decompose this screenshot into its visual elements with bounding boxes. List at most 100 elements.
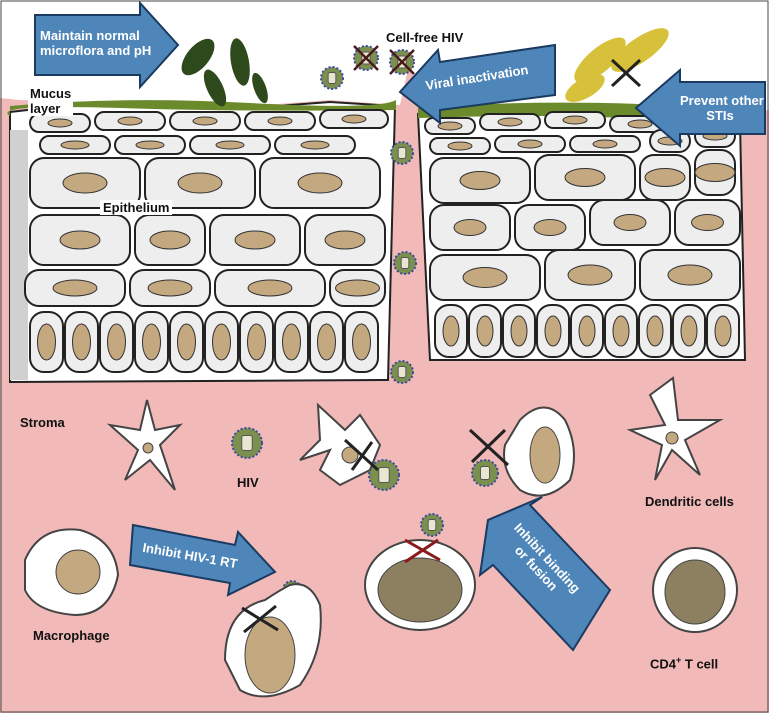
label-mucus-layer: Mucus layer: [28, 86, 74, 116]
cell-nucleus: [462, 267, 508, 288]
epithelial-cells: [24, 109, 741, 373]
cell-nucleus: [447, 141, 473, 151]
cell-nucleus: [592, 139, 618, 149]
virion-core: [397, 366, 407, 378]
cell-nucleus: [442, 315, 460, 347]
label-epithelium: Epithelium: [100, 200, 173, 215]
cd4-t-cell-1: [364, 538, 476, 631]
cell-nucleus: [544, 315, 562, 347]
label-cd4-sup: +: [676, 655, 682, 665]
cell-nucleus: [234, 230, 276, 250]
inhibition-cross: [389, 49, 415, 75]
cell-nucleus: [497, 117, 523, 127]
cell-nucleus: [247, 279, 293, 297]
cell-nucleus: [476, 315, 494, 347]
cell-nucleus: [646, 315, 664, 347]
cell-nucleus: [341, 114, 367, 124]
mucus-layer-left: [7, 100, 396, 116]
cell-nucleus: [59, 230, 101, 250]
arrow-text-microflora: Maintain normal microflora and pH: [40, 28, 152, 58]
cell-nucleus: [135, 140, 165, 150]
cell-nucleus: [62, 172, 108, 194]
cell-nucleus: [72, 323, 91, 361]
label-cell-free-hiv: Cell-free HIV: [386, 30, 464, 45]
sti-pathogens: [565, 28, 669, 102]
cell-nucleus: [149, 230, 191, 250]
cell-nucleus: [215, 140, 245, 150]
cell-nucleus: [510, 315, 528, 347]
cell-nucleus: [177, 323, 196, 361]
arrow-prevent-stis: [634, 67, 766, 149]
cell-nucleus: [564, 168, 606, 187]
arrow-text-prevent-2: STIs: [706, 108, 734, 123]
cell-nucleus: [212, 323, 231, 361]
cell-nucleus: [613, 214, 647, 231]
cell-nucleus: [691, 214, 724, 231]
macrophage-cell: [24, 528, 120, 617]
cell-nucleus: [60, 140, 90, 150]
cell-nucleus: [142, 323, 161, 361]
cell-nucleus: [459, 171, 501, 190]
hiv-virions: [231, 45, 499, 600]
arrow-microflora: [34, 0, 180, 90]
cell-nucleus: [533, 219, 567, 236]
dendritic-cell-2: [299, 402, 382, 487]
label-mucus-line1: Mucus: [30, 86, 72, 101]
label-hiv: HIV: [237, 475, 259, 490]
cell-nucleus: [667, 264, 713, 286]
virion-core: [397, 147, 407, 159]
cell-nucleus: [117, 116, 143, 126]
cell-nucleus: [352, 323, 371, 361]
arrow-inhibit-binding: [478, 496, 612, 652]
cell-nucleus: [627, 119, 653, 129]
cell-nucleus: [317, 323, 336, 361]
cell-nucleus: [267, 116, 293, 126]
lactobacilli: [181, 38, 268, 107]
dendritic-cell-1: [106, 399, 184, 491]
label-cd4-t-cell: CD4+ T cell: [650, 653, 718, 671]
cell-nucleus: [453, 219, 487, 236]
cell-nucleus: [517, 139, 543, 149]
label-mucus-line2: layer: [30, 101, 61, 116]
arrow-inhibit-rt: [128, 523, 277, 597]
cell-nucleus: [247, 323, 266, 361]
label-cd4: CD4: [650, 656, 677, 672]
arrow-text-prevent-stis: Prevent other STIs: [680, 93, 764, 123]
cell-nucleus: [37, 323, 56, 361]
cell-nucleus: [282, 323, 301, 361]
cell-nucleus: [107, 323, 126, 361]
inhibition-cross: [353, 45, 379, 71]
cell-nucleus: [612, 315, 630, 347]
cell-nucleus: [47, 118, 73, 128]
cell-nucleus: [52, 279, 98, 297]
virion-core: [327, 72, 337, 84]
arrow-viral-inactivation: [398, 43, 556, 126]
cell-nucleus: [147, 279, 193, 297]
arrow-text-microflora-2: microflora and pH: [40, 43, 152, 58]
virion-core: [400, 257, 410, 269]
cell-nucleus: [437, 121, 463, 131]
label-stroma: Stroma: [20, 415, 65, 430]
cell-nucleus: [300, 140, 330, 150]
dendritic-cell-3: [626, 376, 724, 481]
cd4-t-cell-2: [652, 547, 738, 633]
infected-cell: [223, 583, 322, 698]
epithelium-left-shade: [10, 130, 28, 380]
cell-nucleus: [324, 230, 366, 250]
cell-nucleus: [335, 279, 380, 297]
cell-nucleus: [680, 315, 698, 347]
cell-nucleus: [297, 172, 343, 194]
arrow-text-microflora-1: Maintain normal: [40, 28, 140, 43]
label-macrophage: Macrophage: [33, 628, 110, 643]
cell-nucleus: [714, 315, 732, 347]
label-t-cell: T cell: [681, 656, 719, 672]
virion-core: [378, 467, 390, 483]
cell-nucleus: [562, 115, 588, 125]
virion-core: [479, 466, 491, 480]
cell-nucleus: [567, 264, 613, 286]
cell-nucleus: [644, 168, 686, 187]
virion-core: [241, 435, 253, 451]
